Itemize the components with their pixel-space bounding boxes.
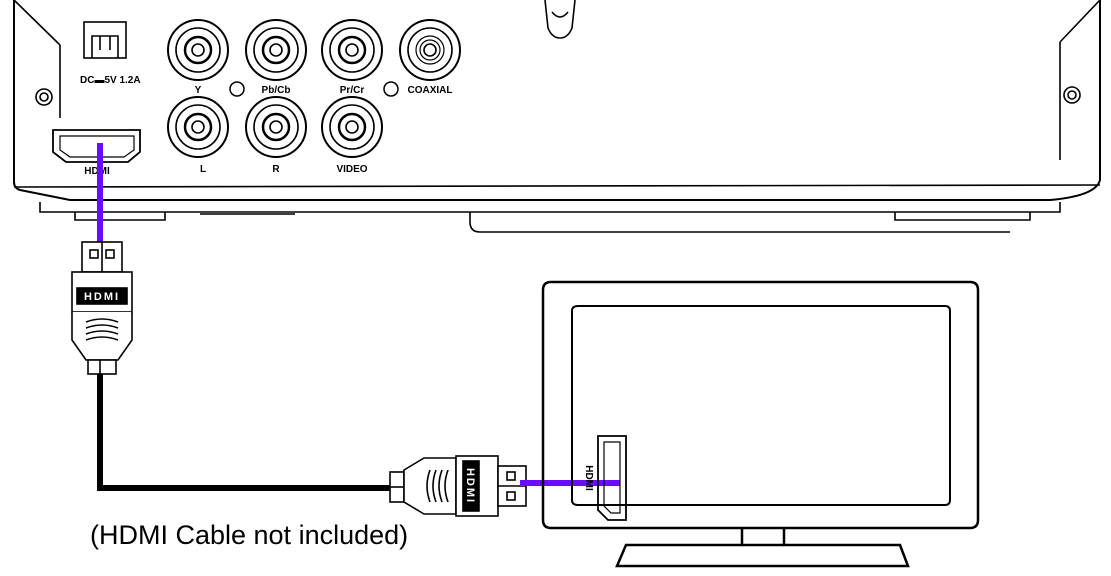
caption: (HDMI Cable not included) — [90, 520, 409, 550]
label-audio-l: L — [200, 164, 206, 175]
indicator-circle — [229, 81, 245, 97]
power-jack — [83, 21, 127, 59]
jack-audio-r — [245, 96, 307, 158]
cable-plug-upper-label: HDMI — [84, 291, 120, 303]
television — [541, 280, 980, 568]
jack-pr-cr — [321, 19, 383, 81]
indicator-circle — [383, 81, 399, 97]
cable-plug-lower — [389, 455, 527, 517]
cable-plug-lower-label: HDMI — [464, 468, 476, 504]
jack-coaxial — [399, 19, 461, 81]
label-video: VIDEO — [336, 164, 367, 175]
jack-video — [321, 96, 383, 158]
cable-wire — [97, 374, 392, 491]
tv-hdmi-port — [597, 435, 627, 521]
power-label: DC▬5V 1.2A — [80, 75, 141, 86]
player-rear-panel — [13, 0, 1101, 233]
label-y: Y — [195, 85, 202, 96]
player-hdmi-port — [52, 129, 141, 163]
label-pr-cr: Pr/Cr — [340, 85, 365, 96]
jack-audio-l — [167, 96, 229, 158]
label-audio-r: R — [272, 164, 280, 175]
label-coaxial: COAXIAL — [408, 85, 453, 96]
jack-pb-cb — [245, 19, 307, 81]
label-pb-cb: Pb/Cb — [262, 85, 291, 96]
tv-hdmi-label: HDMI — [583, 465, 594, 491]
cable-plug-upper — [71, 241, 133, 375]
jack-y — [167, 19, 229, 81]
